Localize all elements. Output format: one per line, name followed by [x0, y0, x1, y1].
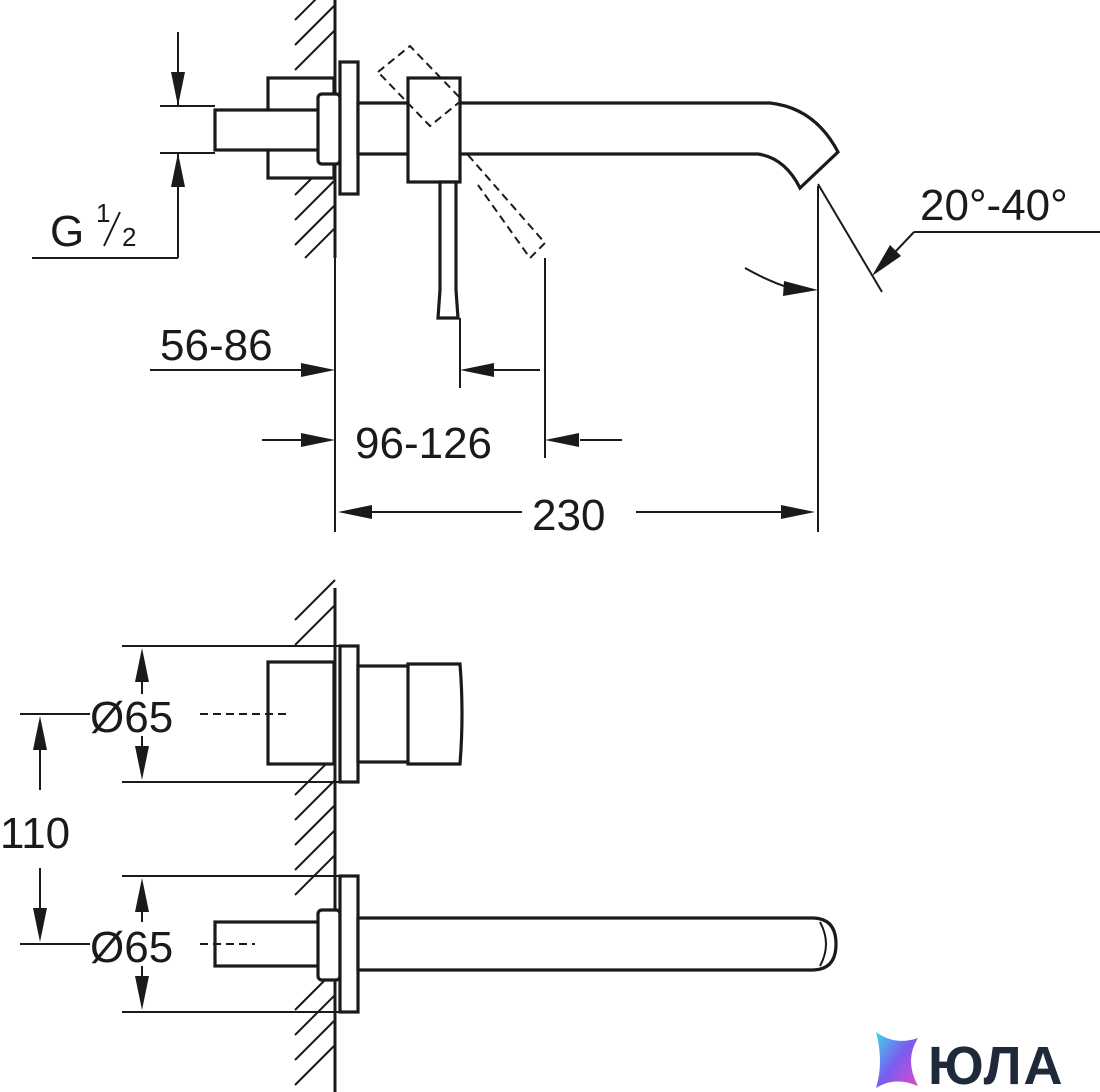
lever-depth-label: 96-126: [355, 419, 492, 468]
spout-angle-label: 20°-40°: [920, 181, 1068, 230]
lever-dashed-outline: [376, 44, 547, 260]
sleeve: [316, 92, 342, 166]
outlet-plate: [338, 874, 360, 1014]
wall-hatching-front: [294, 579, 336, 1086]
lever-depth-dimension: 96-126: [262, 258, 622, 468]
side-view: G 1 2 56-86 96-126: [32, 0, 1100, 540]
thread-fraction-numerator: 1: [96, 198, 110, 228]
lever-handle: [436, 180, 460, 320]
wall-front-view: [294, 579, 337, 1092]
spacing-label: 110: [0, 809, 70, 858]
wall-plate: [338, 60, 360, 196]
spout-length-label: 230: [532, 491, 605, 540]
thread-stub: [213, 108, 322, 152]
diameter-bottom-label: Ø65: [90, 923, 173, 972]
yula-logo-icon: [876, 1032, 918, 1088]
spacing-dimension: 110: [0, 716, 90, 945]
thread-label: G: [50, 207, 84, 256]
wall-depth-label: 56-86: [160, 321, 273, 370]
yula-logo-text: ЮЛА: [928, 1036, 1065, 1092]
spout: [356, 101, 840, 191]
valve-body: [356, 664, 412, 764]
thread-fraction-denominator: 2: [122, 222, 136, 252]
spout-front: [356, 916, 838, 972]
lever-housing: [406, 76, 462, 184]
spout-length-dimension: 230: [334, 186, 819, 540]
valve-plate: [338, 644, 360, 784]
outlet-sleeve: [316, 908, 342, 982]
wall-depth-dimension: 56-86: [150, 321, 335, 377]
thread-dimension: G 1 2: [32, 32, 215, 259]
diameter-bottom-dimension: Ø65: [90, 875, 340, 1013]
valve-box: [266, 660, 336, 766]
spout-tip-edge: [819, 921, 827, 967]
spout-angle-dimension: 20°-40°: [744, 181, 1100, 296]
front-view: Ø65 110 Ø65: [0, 579, 838, 1092]
diameter-top-label: Ø65: [90, 693, 173, 742]
yula-logo: ЮЛА: [876, 1032, 1065, 1092]
valve-handle: [406, 662, 464, 766]
diameter-top-dimension: Ø65: [20, 645, 340, 783]
